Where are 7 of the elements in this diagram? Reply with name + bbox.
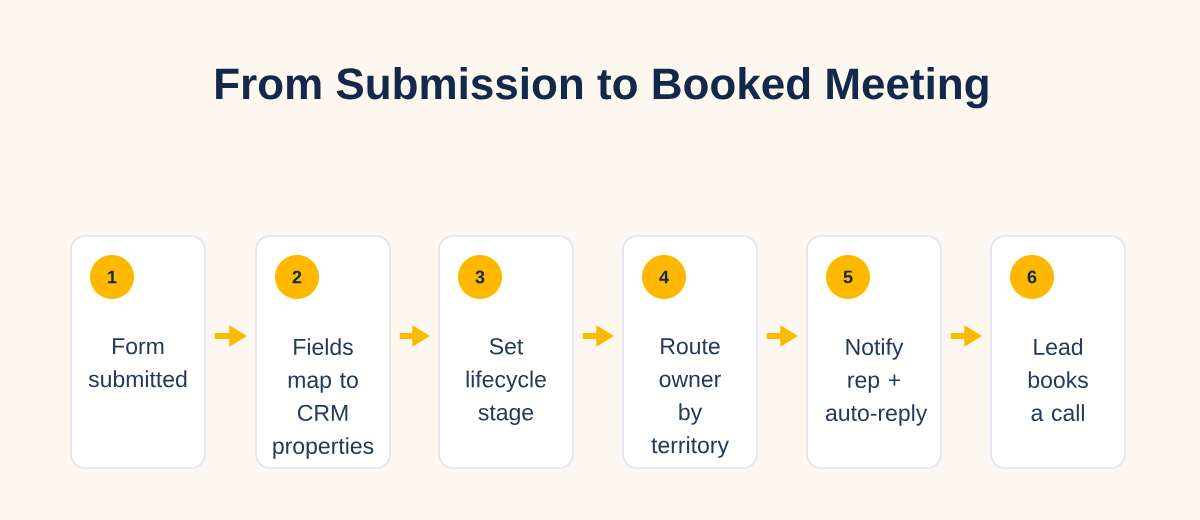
title: From Submission to Booked Meeting — [216, 67, 988, 109]
number-badge: 1 — [90, 255, 134, 299]
number-badge: 3 — [458, 255, 502, 299]
number-badge: 6 — [1010, 255, 1054, 299]
number-badge: 5 — [826, 255, 870, 299]
number-badge: 4 — [642, 255, 686, 299]
number-badge: 2 — [275, 255, 319, 299]
